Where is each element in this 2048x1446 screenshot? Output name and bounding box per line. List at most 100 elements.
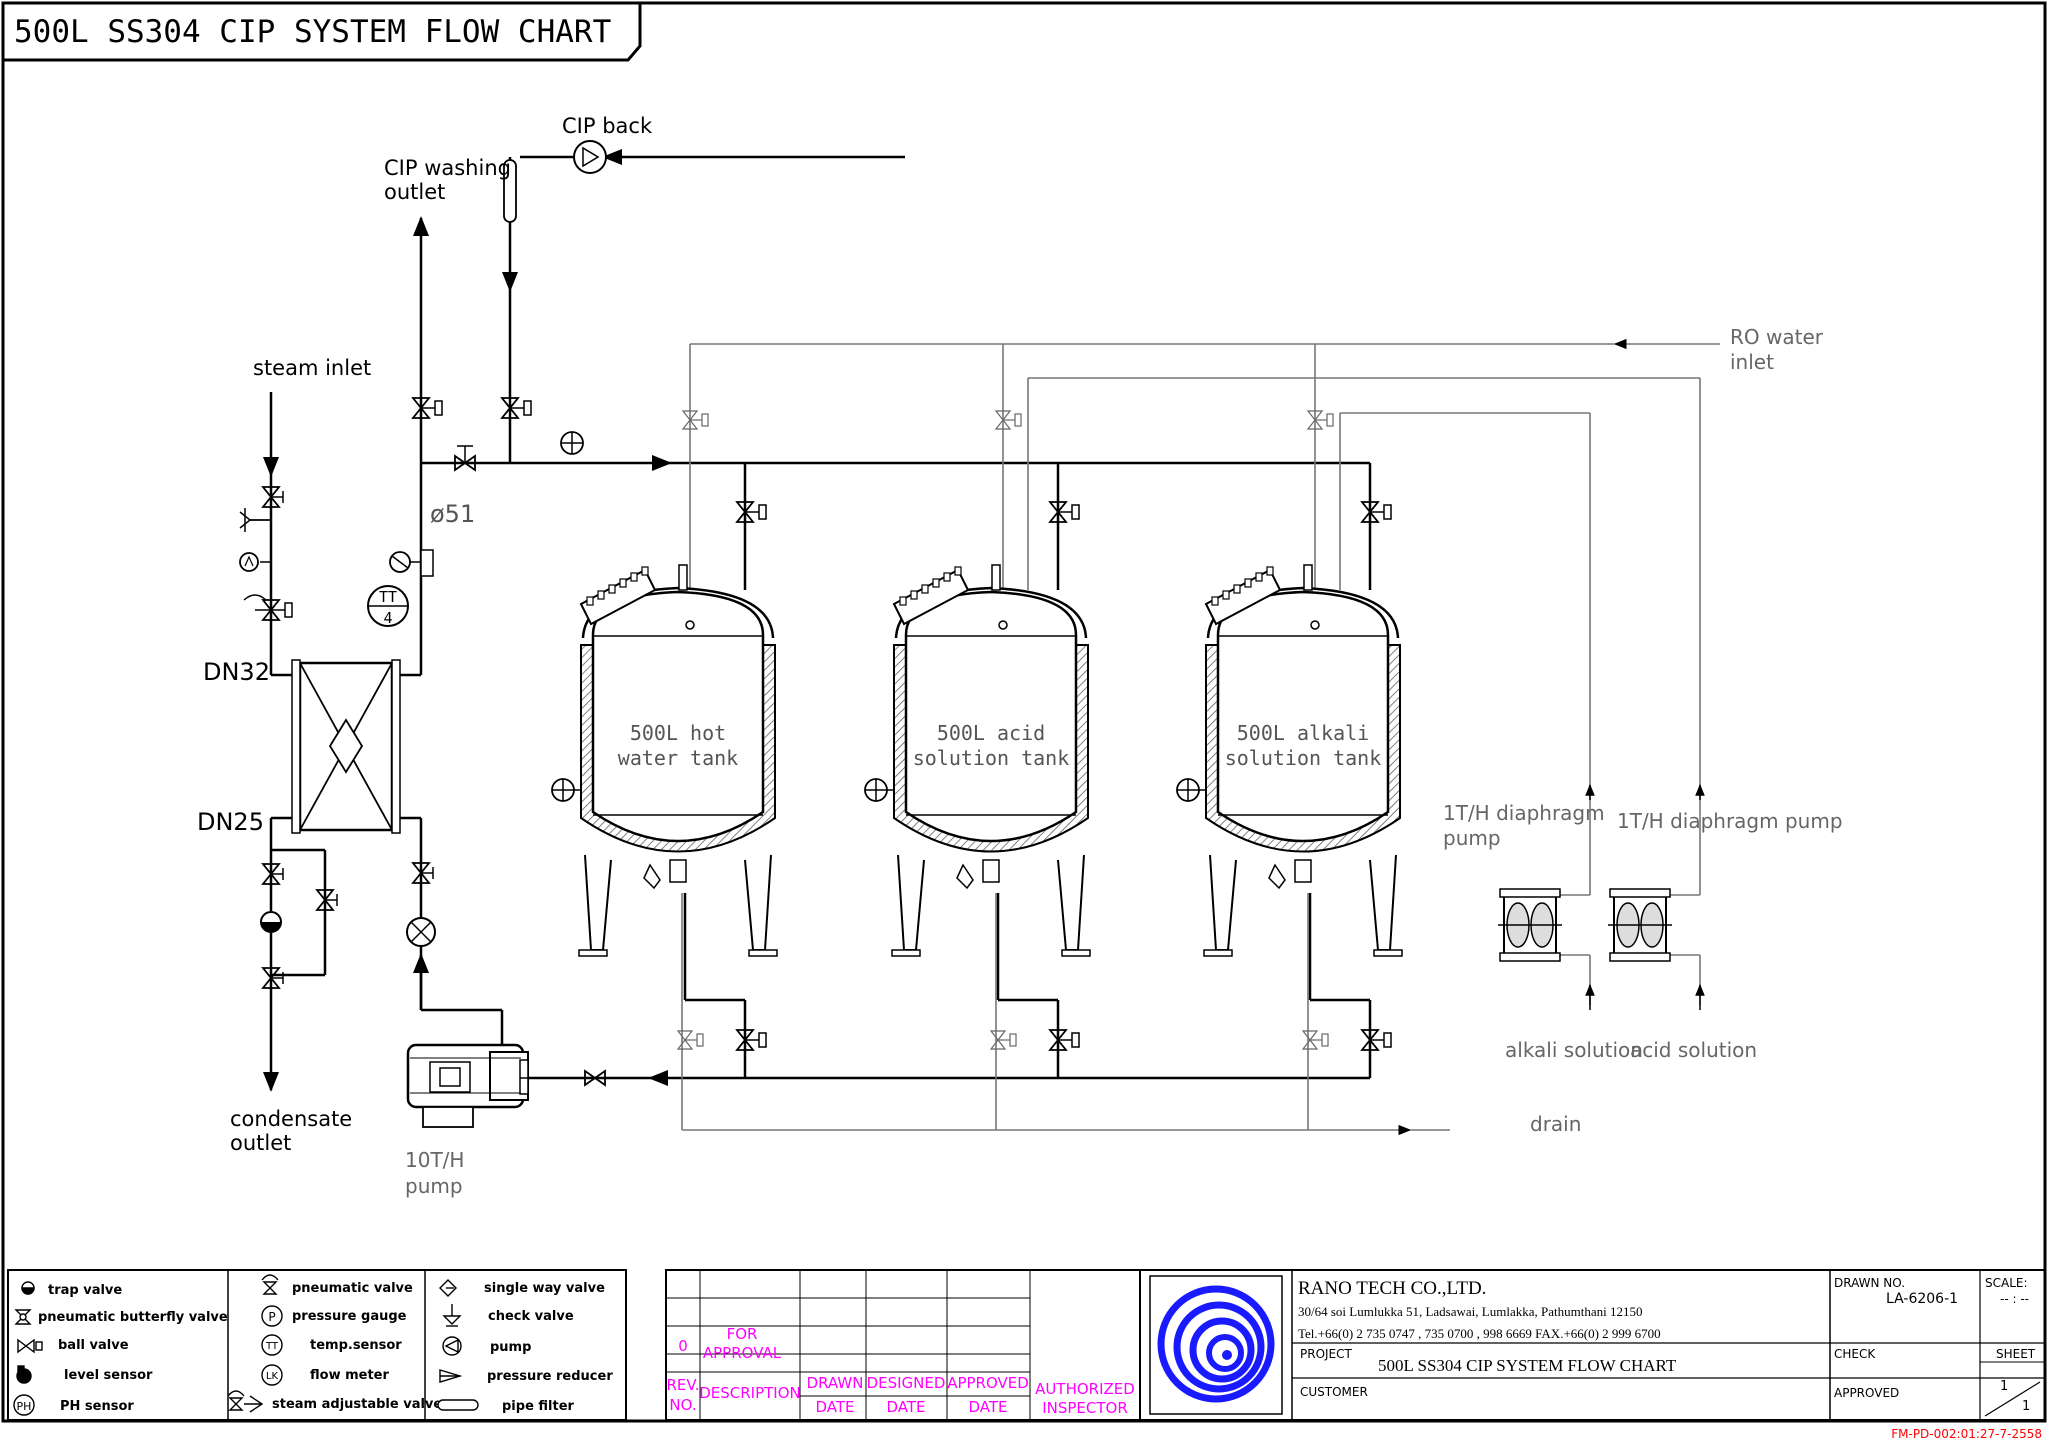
pneumatic-valve-icon bbox=[682, 410, 709, 430]
plate-heat-exchanger bbox=[291, 659, 401, 834]
pipe-filter-icon bbox=[503, 159, 517, 223]
legend-trap-valve: trap valve bbox=[48, 1283, 122, 1298]
pipe-filter-icon bbox=[437, 1399, 479, 1411]
p-symbol: P bbox=[268, 1310, 275, 1324]
tank-name-label-2: solution tank bbox=[1225, 746, 1382, 770]
tank-gauge-icon bbox=[864, 778, 894, 802]
check-valve-icon bbox=[454, 445, 476, 471]
pressure-gauge-icon bbox=[560, 431, 584, 455]
steam-adjustable-valve-icon bbox=[227, 1390, 264, 1413]
legend-pressure-gauge: pressure gauge bbox=[292, 1309, 407, 1324]
tank-name-label: 500L acid bbox=[937, 721, 1045, 745]
thin-arrows bbox=[1585, 783, 1705, 1010]
tank-name-label-2: water tank bbox=[618, 746, 738, 770]
approved-header: APPROVED bbox=[947, 1374, 1029, 1392]
legend-pneumatic-butterfly-valve: pneumatic butterfly valve bbox=[38, 1310, 228, 1325]
steam-inlet-label: steam inlet bbox=[253, 356, 371, 380]
cip-washing-outlet-label-2: outlet bbox=[384, 180, 445, 204]
pneumatic-valve-icon bbox=[501, 397, 532, 419]
condensate-outlet-label: condensate bbox=[230, 1107, 352, 1131]
authorized-header: AUTHORIZED bbox=[1035, 1380, 1135, 1398]
company-name: RANO TECH CO.,LTD. bbox=[1298, 1278, 1486, 1299]
title-tab bbox=[3, 3, 642, 62]
thin-piping bbox=[681, 338, 1720, 1136]
condensate-outlet-label-2: outlet bbox=[230, 1131, 291, 1155]
centrifugal-pump-10th bbox=[406, 1043, 529, 1128]
check-label: CHECK bbox=[1834, 1347, 1876, 1361]
designed-date-header: DATE bbox=[886, 1398, 925, 1416]
alkali-solution-label: alkali solution bbox=[1505, 1038, 1643, 1062]
cip-back-label: CIP back bbox=[562, 114, 653, 138]
ball-valve-icon bbox=[316, 889, 338, 911]
sheet-total: 1 bbox=[2022, 1399, 2030, 1414]
rev-number: 0 bbox=[678, 1337, 688, 1355]
description-header: DESCRIPTION bbox=[699, 1384, 801, 1402]
pneumatic-valve-icon bbox=[995, 410, 1022, 430]
tank-gauge-icon bbox=[551, 778, 581, 802]
legend-pump: pump bbox=[490, 1340, 531, 1355]
project-label: PROJECT bbox=[1300, 1347, 1353, 1361]
sheet-number: 1 bbox=[2000, 1379, 2008, 1394]
for-approval-2: APPROVAL bbox=[703, 1344, 782, 1362]
diameter-label: ø51 bbox=[430, 500, 475, 528]
customer-label: CUSTOMER bbox=[1300, 1385, 1368, 1399]
form-number: FM-PD-002:01:27-7-2558 bbox=[1891, 1427, 2042, 1441]
pump-icon bbox=[442, 1336, 462, 1356]
level-sensor-icon bbox=[16, 1365, 32, 1384]
pneumatic-valve-icon bbox=[1361, 1029, 1392, 1051]
pump-capacity-label: 10T/H bbox=[405, 1148, 464, 1172]
temp-sensor-icon bbox=[389, 549, 434, 577]
pressure-reducer-icon bbox=[439, 1369, 463, 1383]
pneumatic-valve-icon bbox=[1049, 501, 1080, 523]
drawn-no-label: DRAWN NO. bbox=[1834, 1276, 1905, 1290]
company-tel: Tel.+66(0) 2 735 0747 , 735 0700 , 998 6… bbox=[1298, 1326, 1661, 1341]
temp-sensor-icon: TT bbox=[261, 1334, 283, 1356]
check-valve-icon bbox=[442, 1304, 462, 1327]
ph-symbol: PH bbox=[17, 1400, 32, 1413]
pneumatic-valve-icon bbox=[1049, 1029, 1080, 1051]
for-approval: FOR bbox=[727, 1325, 758, 1343]
revision-table bbox=[665, 1269, 1141, 1421]
flow-meter-icon: LK bbox=[261, 1364, 283, 1386]
legend-temp-sensor: temp.sensor bbox=[310, 1338, 402, 1353]
title-block bbox=[1139, 1269, 2046, 1421]
pressure-reducer-icon bbox=[239, 508, 271, 532]
drawn-no-value: LA-6206-1 bbox=[1886, 1291, 1958, 1307]
dn25-label: DN25 bbox=[197, 808, 264, 836]
legend-ph-sensor: PH sensor bbox=[60, 1399, 134, 1414]
approved-label: APPROVED bbox=[1834, 1386, 1899, 1400]
cip-washing-outlet-label: CIP washing bbox=[384, 156, 511, 180]
legend-check-valve: check valve bbox=[488, 1309, 574, 1324]
legend-pressure-reducer: pressure reducer bbox=[487, 1369, 613, 1384]
company-address: 30/64 soi Lumlukka 51, Ladsawai, Lumlakk… bbox=[1298, 1304, 1642, 1319]
drain-label: drain bbox=[1530, 1112, 1581, 1136]
ball-valve-icon bbox=[17, 1338, 43, 1354]
sheet-label: SHEET bbox=[1996, 1347, 2036, 1361]
legend-flow-meter: flow meter bbox=[310, 1368, 389, 1383]
tank-gauge-icon bbox=[1176, 778, 1206, 802]
tt-number: 4 bbox=[383, 609, 392, 627]
ball-valve-icon bbox=[262, 486, 284, 508]
legend-ball-valve: ball valve bbox=[58, 1338, 129, 1353]
trap-valve-icon bbox=[21, 1281, 35, 1295]
scale-label: SCALE: bbox=[1985, 1276, 2028, 1290]
steam-adjustable-valve-icon bbox=[243, 594, 293, 621]
tt-label: TT bbox=[379, 588, 397, 606]
flow-meter-icon bbox=[406, 917, 436, 947]
legend-single-way-valve: single way valve bbox=[484, 1281, 605, 1296]
pneumatic-valve-icon bbox=[990, 1030, 1017, 1050]
legend-table: trap valve pneumatic butterfly valve bal… bbox=[7, 1269, 627, 1421]
acid-solution-label: acid solution bbox=[1630, 1038, 1757, 1062]
pneumatic-valve-icon bbox=[736, 1029, 767, 1051]
ball-valve-icon bbox=[262, 863, 284, 885]
diaphragm-pump-acid-icon bbox=[1607, 888, 1673, 962]
drawn-date-header: DATE bbox=[815, 1398, 854, 1416]
company-logo bbox=[1157, 1285, 1275, 1403]
diaphragm-pump-alkali-icon bbox=[1497, 888, 1563, 962]
legend-level-sensor: level sensor bbox=[64, 1368, 153, 1383]
